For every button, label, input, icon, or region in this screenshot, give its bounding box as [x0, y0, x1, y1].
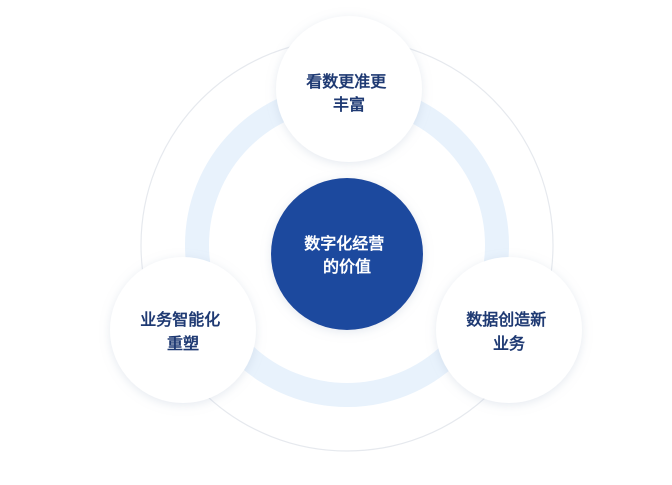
svg-text:数据创造新 业务: 数据创造新 业务	[466, 310, 552, 353]
node-top-text-line1: 看数更准更	[305, 72, 387, 91]
svg-text:数字化经营 的价值: 数字化经营 的价值	[304, 234, 390, 276]
node-left: 业务智能化 重塑	[110, 257, 256, 403]
node-left-circle	[110, 257, 256, 403]
node-right: 数据创造新 业务	[436, 257, 582, 403]
node-left-text-line1: 业务智能化	[140, 310, 220, 329]
node-top-circle	[276, 16, 422, 162]
node-left-text-line2: 重塑	[167, 334, 199, 353]
node-right-circle	[436, 257, 582, 403]
node-top: 看数更准更 丰富	[276, 16, 422, 162]
node-right-text-line2: 业务	[493, 334, 526, 353]
center-node: 数字化经营 的价值	[271, 178, 423, 330]
center-text-line1: 数字化经营	[304, 234, 384, 253]
node-top-text-line2: 丰富	[333, 95, 365, 114]
node-right-text-line1: 数据创造新	[466, 310, 546, 329]
center-text-line2: 的价值	[323, 257, 371, 276]
svg-text:业务智能化 重塑: 业务智能化 重塑	[140, 310, 226, 353]
svg-text:看数更准更 丰富: 看数更准更 丰富	[305, 72, 392, 114]
center-circle	[271, 178, 423, 330]
